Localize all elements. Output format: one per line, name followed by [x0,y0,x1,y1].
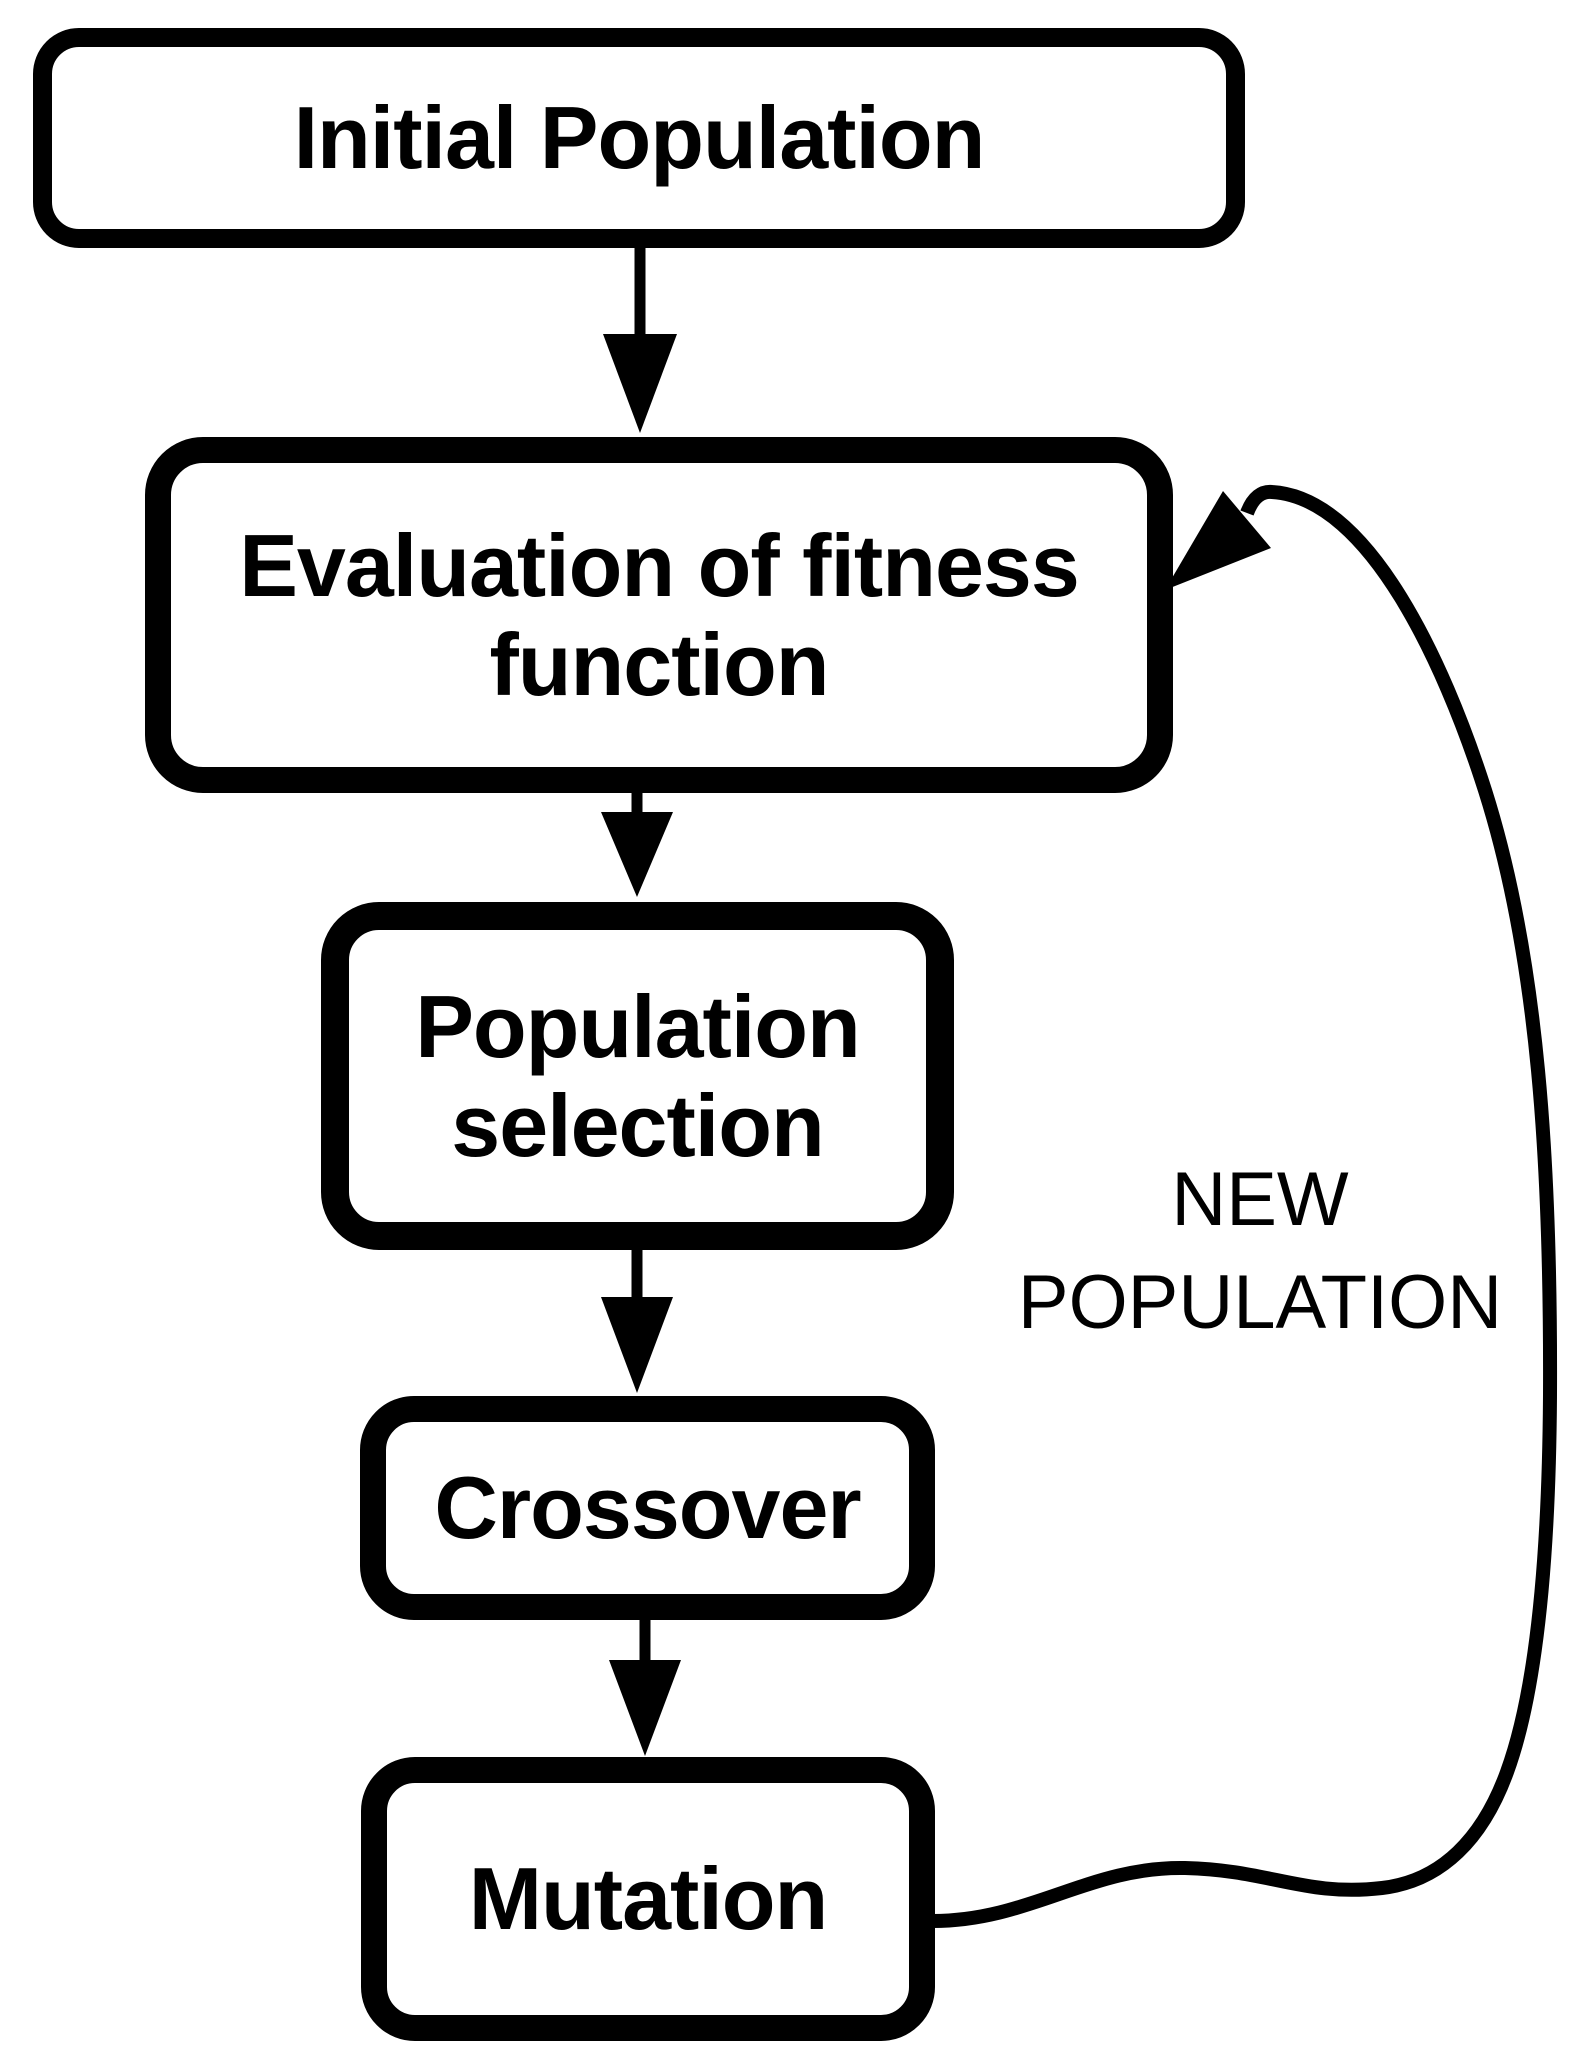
arrow-initial-to-evaluation [603,247,677,433]
arrow-crossover-to-mutation [609,1618,681,1756]
node-population-selection: Population selection [321,902,954,1250]
node-evaluation-of-fitness-function-label: Evaluation of fitness function [239,515,1080,714]
node-initial-population: Initial Population [33,28,1245,248]
node-population-selection-label: Population selection [415,976,861,1175]
node-evaluation-of-fitness-function: Evaluation of fitness function [145,437,1173,793]
arrow-evaluation-to-selection [601,790,673,897]
node-initial-population-label: Initial Population [293,88,986,188]
loop-label-new-population: NEW POPULATION [1017,1157,1503,1346]
arrow-selection-to-crossover [601,1248,673,1393]
loop-mutation-to-evaluation [932,484,1558,1928]
node-mutation-label: Mutation [468,1849,829,1949]
node-crossover: Crossover [360,1396,935,1620]
node-mutation: Mutation [361,1757,935,2041]
node-crossover-label: Crossover [434,1458,861,1558]
